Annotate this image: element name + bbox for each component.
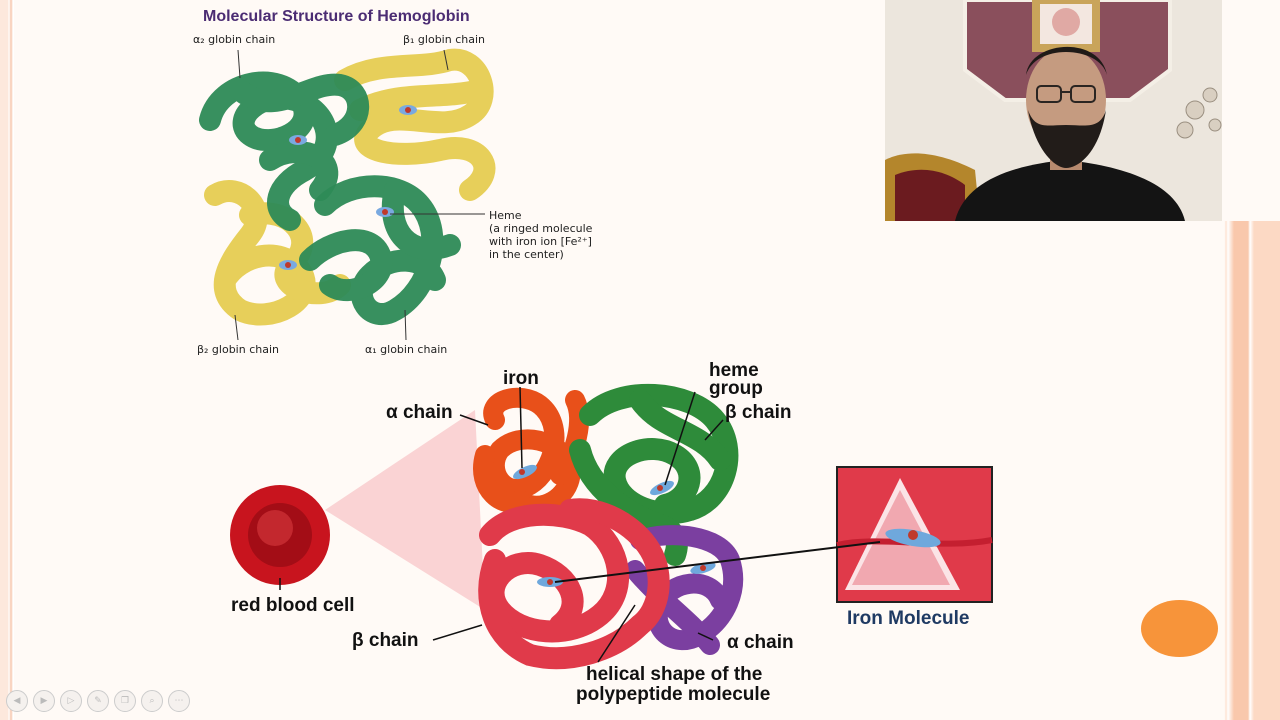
iron-molecule-label: Iron Molecule — [847, 608, 970, 629]
iron-molecule-inset — [836, 466, 993, 603]
hemoglobin-cell-diagram — [230, 383, 993, 670]
heme-groups — [279, 105, 417, 270]
magnification-cone — [325, 410, 485, 610]
red-blood-cell-label: red blood cell — [231, 595, 355, 616]
alpha1-chain — [299, 175, 461, 325]
zoom-icon[interactable]: ⌕ — [141, 690, 163, 712]
beta-chain-top-label: β chain — [725, 402, 792, 423]
presenter-video — [885, 0, 1222, 221]
copy-icon[interactable]: ❐ — [114, 690, 136, 712]
bottom-heme-groups — [513, 464, 716, 587]
beta-chain-red — [478, 498, 670, 670]
helical-shape-label-line1: helical shape of the — [586, 664, 763, 685]
pen-icon[interactable]: ✎ — [87, 690, 109, 712]
slide-right-border — [1224, 221, 1280, 720]
alpha-chain-orange — [473, 387, 589, 516]
slide-left-border — [0, 0, 14, 720]
heme-group-label-line1: heme — [709, 360, 759, 381]
iron-label: iron — [503, 368, 539, 389]
webcam-video-feed — [885, 0, 1222, 221]
alpha2-chain — [199, 71, 370, 231]
figure-title: Molecular Structure of Hemoglobin — [203, 8, 470, 25]
beta1-chain — [334, 48, 496, 201]
prev-icon[interactable]: ◀ — [6, 690, 28, 712]
alpha1-globin-label: α₁ globin chain — [365, 343, 448, 356]
heme-label-line4: in the center) — [489, 248, 564, 261]
heme-label-line1: Heme — [489, 209, 522, 222]
beta-chain-bottom-label: β chain — [352, 630, 419, 651]
orange-oval-decoration — [1141, 600, 1218, 657]
more-icon[interactable]: ⋯ — [168, 690, 190, 712]
beta1-globin-label: β₁ globin chain — [403, 33, 485, 46]
play-icon[interactable]: ▷ — [60, 690, 82, 712]
helical-shape-label-line2: polypeptide molecule — [576, 684, 771, 705]
red-blood-cell — [230, 485, 330, 585]
next-icon[interactable]: ▶ — [33, 690, 55, 712]
heme-group-label-line2: group — [709, 378, 763, 399]
alpha-chain-bottom-label: α chain — [727, 632, 794, 653]
alpha-chain-top-label: α chain — [386, 402, 453, 423]
hemoglobin-molecule-diagram — [199, 48, 496, 341]
alpha-chain-purple — [625, 525, 744, 655]
heme-label-line2: (a ringed molecule — [489, 222, 593, 235]
beta2-globin-label: β₂ globin chain — [197, 343, 279, 356]
slideshow-toolbar: ◀ ▶ ▷ ✎ ❐ ⌕ ⋯ — [6, 690, 190, 712]
heme-label-line3: with iron ion [Fe²⁺] — [489, 235, 592, 248]
alpha2-globin-label: α₂ globin chain — [193, 33, 276, 46]
